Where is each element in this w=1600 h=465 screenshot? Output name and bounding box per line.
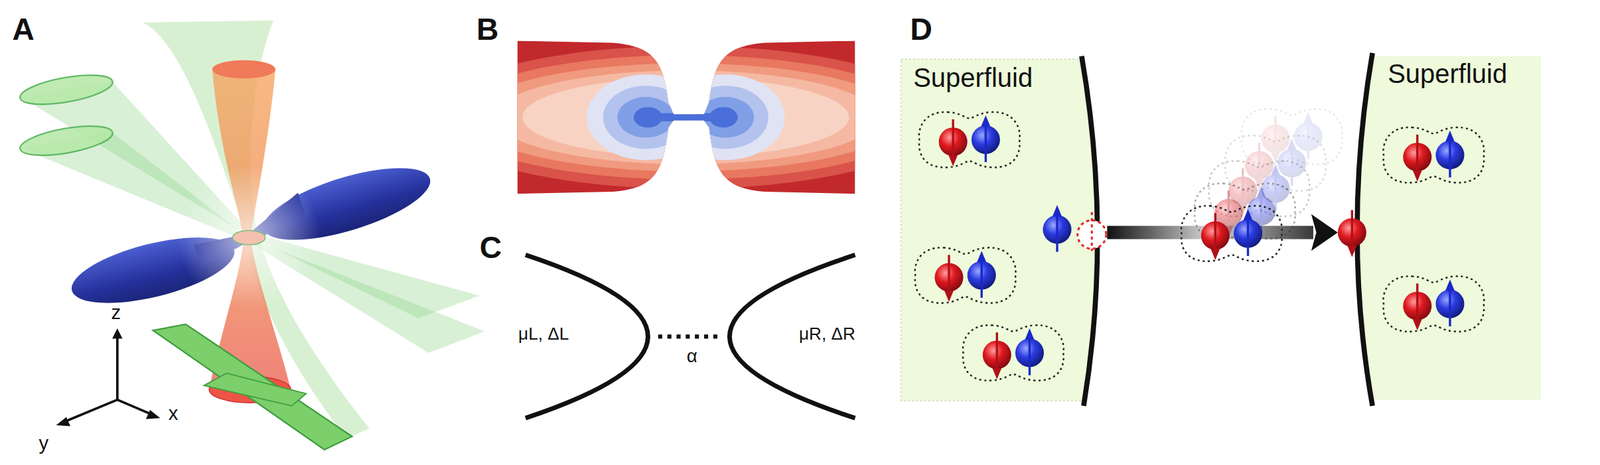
moving-pair	[1181, 108, 1367, 262]
trap-illustration	[212, 60, 276, 79]
panel-letter: C	[479, 230, 502, 265]
axis-label: x	[168, 404, 179, 426]
moving-pair	[1337, 210, 1367, 258]
trap-illustration	[204, 373, 307, 407]
tunneling-cartoon	[919, 112, 1020, 168]
panel-letter: A	[11, 11, 34, 46]
density-map	[469, 63, 902, 172]
panel-letter: B	[476, 11, 499, 46]
axes	[56, 328, 161, 427]
density-map	[430, 45, 942, 189]
axes	[56, 417, 72, 427]
trap-illustration	[17, 20, 485, 450]
tunneling-cartoon	[1090, 212, 1093, 251]
tunneling-cartoon	[915, 247, 1017, 304]
tunneling-cartoon	[962, 325, 1064, 381]
panel-letter: D	[910, 11, 933, 46]
density-map	[430, 30, 942, 204]
region-label: Superfluid	[913, 63, 1033, 93]
trap-illustration	[17, 69, 115, 111]
axes	[63, 400, 117, 423]
region-label: Superfluid	[1387, 59, 1508, 89]
superfluid-region: Superfluid	[1357, 56, 1541, 401]
axes	[145, 410, 161, 420]
trap-illustration	[232, 230, 266, 245]
junction-schematic	[525, 254, 856, 419]
tunnel-label: α	[686, 347, 698, 367]
tunneling-cartoon	[901, 59, 1098, 401]
axes	[117, 400, 154, 416]
trap-illustration	[177, 165, 321, 308]
tunneling-cartoon	[901, 53, 1541, 407]
tunneling-cartoon	[1382, 276, 1484, 332]
tunneling-cartoon	[1042, 205, 1072, 253]
axis-label: z	[111, 303, 122, 325]
reservoir-label: μR, ΔR	[799, 325, 856, 345]
trap-illustration	[17, 120, 115, 162]
axes	[112, 328, 123, 339]
density-map	[653, 113, 719, 122]
axes	[116, 336, 119, 400]
trap-illustration	[153, 324, 353, 450]
axis-label: y	[38, 433, 49, 455]
reservoir-label: μL, ΔL	[518, 325, 569, 345]
junction-schematic	[658, 334, 723, 339]
tunneling-cartoon	[1382, 127, 1484, 184]
superfluid-region: Superfluid	[901, 59, 1105, 401]
moving-pair	[1181, 205, 1283, 262]
density-map	[449, 55, 923, 180]
density-map	[522, 77, 849, 158]
density-map	[493, 70, 878, 164]
tunneling-cartoon	[1355, 56, 1541, 401]
junction-schematic	[729, 254, 855, 419]
